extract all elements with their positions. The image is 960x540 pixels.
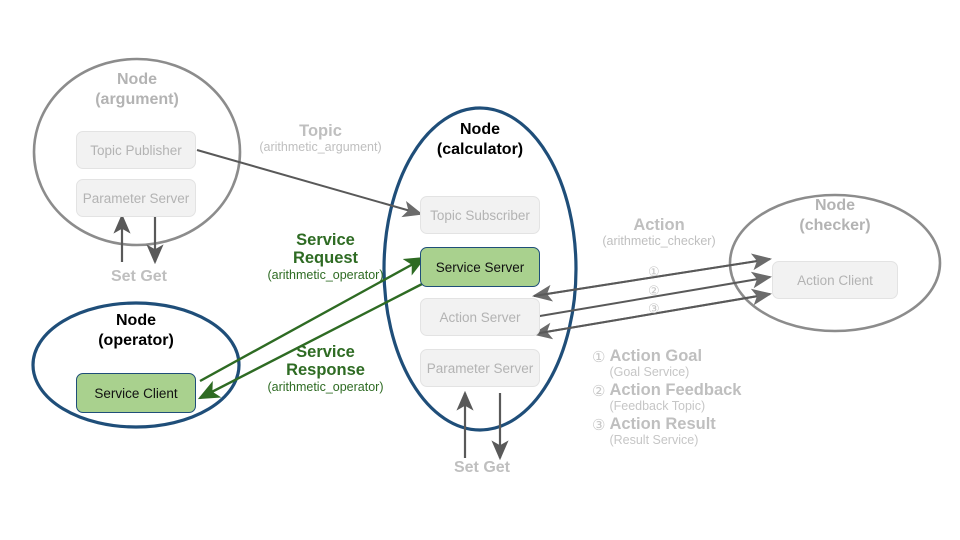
node-title-operator-line2: (operator): [98, 332, 174, 349]
arrow-action-goal-return: [533, 253, 772, 297]
legend-num-3: ③: [592, 417, 606, 434]
box-action-client[interactable]: Action Client: [772, 261, 898, 299]
channel-action-name: Action: [633, 216, 685, 234]
box-topic-publisher[interactable]: Topic Publisher: [76, 131, 196, 169]
node-title-calculator-line1: Node: [460, 121, 500, 138]
legend-item-goal: ① Action Goal (Goal Service): [592, 348, 842, 382]
channel-action-detail: (arithmetic_checker): [602, 234, 716, 249]
box-action-server[interactable]: Action Server: [420, 298, 540, 336]
legend-num-1: ①: [592, 349, 606, 366]
box-parameter-server-calculator[interactable]: Parameter Server: [420, 349, 540, 387]
legend-title-1: Action Goal: [609, 347, 703, 365]
legend-num-2: ②: [592, 383, 606, 400]
action-line-number-3: ③: [648, 301, 660, 316]
node-title-argument-line2: (argument): [95, 91, 179, 108]
node-title-calculator-line2: (calculator): [436, 141, 524, 158]
channel-service-request-detail: (arithmetic_operator): [267, 267, 384, 282]
action-line-number-2: ②: [648, 283, 660, 298]
arrow-topic-argument-to-calculator: [196, 149, 423, 218]
channel-label-service-request: Service Request (arithmetic_operator): [238, 231, 413, 282]
node-title-operator-line1: Node: [116, 312, 156, 329]
legend-item-feedback: ② Action Feedback (Feedback Topic): [592, 382, 842, 416]
legend-text-1: Action Goal (Goal Service): [609, 348, 702, 382]
arrow-action-result-return: [533, 288, 772, 335]
box-parameter-server-argument[interactable]: Parameter Server: [76, 179, 196, 217]
legend-title-3: Action Result: [609, 415, 716, 433]
channel-service-response-detail: (arithmetic_operator): [267, 379, 384, 394]
action-line-number-1: ①: [648, 264, 660, 279]
node-title-argument-line1: Node: [117, 71, 157, 88]
channel-label-action: Action (arithmetic_checker): [578, 216, 740, 248]
node-title-checker-line1: Node: [815, 197, 855, 214]
arrow-action-feedback: [533, 271, 772, 318]
channel-label-topic: Topic (arithmetic_argument): [243, 122, 398, 154]
box-topic-subscriber[interactable]: Topic Subscriber: [420, 196, 540, 234]
node-title-calculator: Node (calculator): [400, 120, 560, 160]
action-legend: ① Action Goal (Goal Service) ② Action Fe…: [592, 348, 842, 450]
legend-title-2: Action Feedback: [609, 381, 742, 399]
node-title-checker-line2: (checker): [799, 217, 871, 234]
arrow-service-request: [199, 256, 427, 383]
node-ellipse-checker: [728, 193, 942, 333]
channel-service-response-line2: Response: [286, 361, 365, 380]
node-ellipse-calculator: [382, 106, 578, 432]
node-title-operator: Node (operator): [56, 311, 216, 351]
node-ellipse-operator: [31, 301, 241, 429]
label-setget-calculator: Set Get: [453, 459, 510, 476]
label-setget-argument: Set Get: [110, 268, 167, 285]
node-title-argument: Node (argument): [57, 70, 217, 110]
channel-label-service-response: Service Response (arithmetic_operator): [238, 343, 413, 394]
channel-service-request-line1: Service: [296, 231, 355, 249]
box-service-server[interactable]: Service Server: [420, 247, 540, 287]
legend-sub-2: (Feedback Topic): [609, 398, 706, 413]
node-title-checker: Node (checker): [755, 196, 915, 236]
legend-text-3: Action Result (Result Service): [609, 416, 715, 450]
legend-sub-1: (Goal Service): [609, 364, 690, 379]
legend-text-2: Action Feedback (Feedback Topic): [609, 382, 741, 416]
channel-service-request-line2: Request: [292, 249, 359, 268]
arrow-service-response: [197, 281, 425, 400]
node-ellipse-argument: [32, 57, 242, 247]
legend-item-result: ③ Action Result (Result Service): [592, 416, 842, 450]
box-service-client[interactable]: Service Client: [76, 373, 196, 413]
channel-topic-detail: (arithmetic_argument): [259, 140, 382, 155]
channel-service-response-line1: Service: [296, 343, 355, 361]
channel-topic-name: Topic: [299, 122, 342, 140]
legend-sub-3: (Result Service): [609, 432, 699, 447]
